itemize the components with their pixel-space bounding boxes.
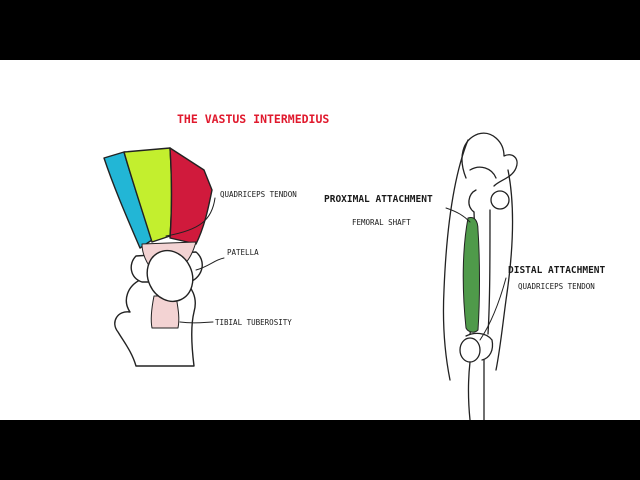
leader-tibial-tuberosity	[179, 321, 214, 324]
patella-right	[459, 337, 481, 363]
knee-diagram	[103, 147, 225, 367]
diagram-title: THE VASTUS INTERMEDIUS	[177, 112, 330, 126]
label-femoral-shaft: FEMORAL SHAFT	[352, 218, 411, 227]
label-proximal-attachment: PROXIMAL ATTACHMENT	[324, 194, 433, 205]
patella-bone	[146, 249, 194, 303]
rectus-muscle-red	[169, 147, 213, 245]
leader-proximal-attachment	[445, 207, 471, 223]
leg-outline-front	[495, 169, 514, 371]
label-patella: PATELLA	[227, 248, 259, 257]
vastus-intermedius-muscle	[462, 217, 480, 333]
letterbox-bottom	[0, 420, 640, 480]
letterbox-top	[0, 0, 640, 60]
femoral-head	[490, 190, 510, 210]
knee-joint	[465, 332, 494, 361]
label-distal-quadriceps-tendon: QUADRICEPS TENDON	[518, 282, 595, 291]
label-distal-attachment: DISTAL ATTACHMENT	[508, 265, 606, 276]
patellar-ligament	[150, 295, 180, 329]
tibia-right	[467, 359, 485, 420]
leg-skeleton-diagram	[442, 132, 518, 420]
greater-trochanter	[468, 189, 477, 213]
anatomy-illustration	[103, 132, 518, 420]
leader-quadriceps-tendon	[165, 197, 216, 237]
pelvis-detail	[469, 166, 497, 179]
leader-distal-attachment	[479, 277, 507, 341]
label-quadriceps-tendon: QUADRICEPS TENDON	[220, 190, 297, 199]
label-tibial-tuberosity: TIBIAL TUBEROSITY	[215, 318, 292, 327]
leader-patella	[195, 257, 225, 271]
leg-outline-back	[442, 139, 469, 381]
diagram-canvas: THE VASTUS INTERMEDIUS QUADRICEPS TENDON…	[0, 60, 640, 420]
